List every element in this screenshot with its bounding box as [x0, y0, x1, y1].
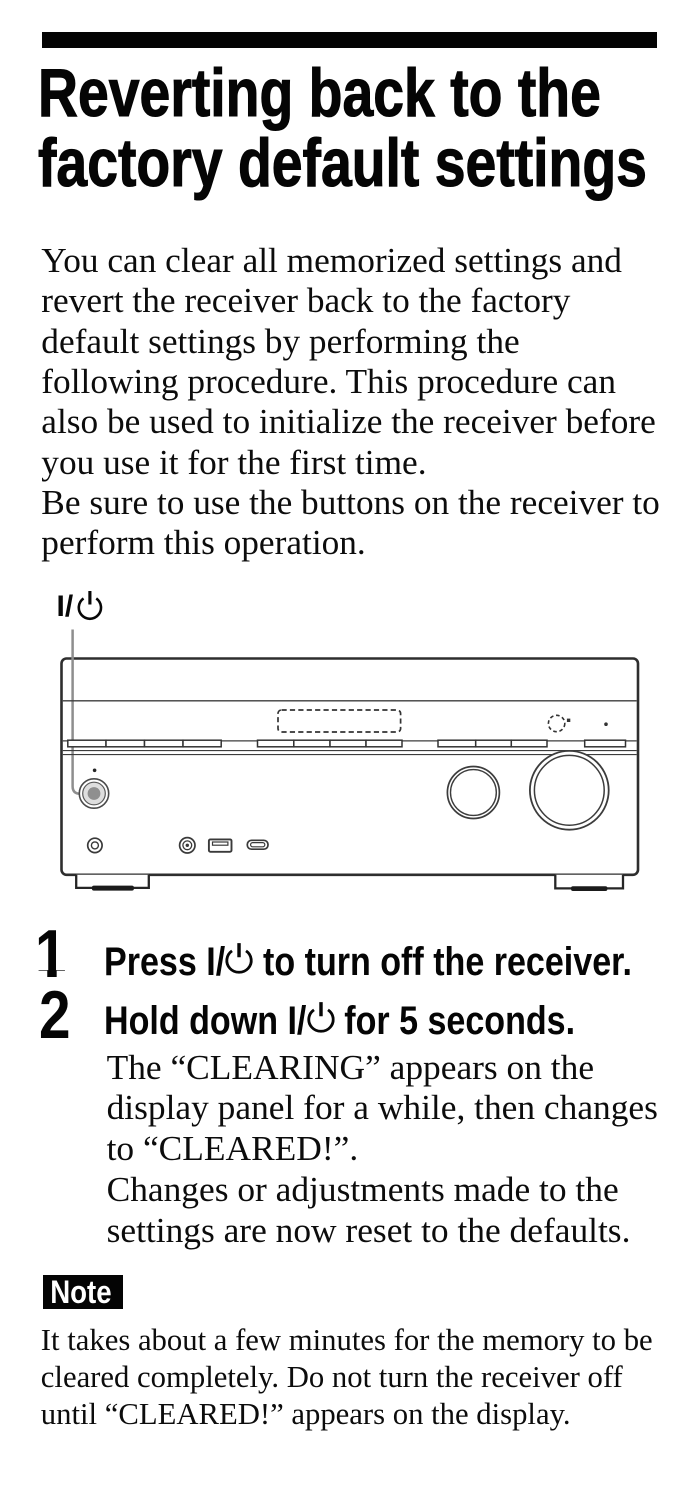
intro-paragraph: You can clear all memorized settings and… [41, 241, 660, 563]
calibration-mic-jack [178, 836, 196, 854]
power-icon [306, 1001, 334, 1033]
volume-knob [528, 749, 610, 831]
receiver-figure: I/ [0, 560, 692, 905]
receiver-front-panel-diagram [60, 629, 640, 891]
phones-jack [86, 837, 103, 854]
sensor-square [566, 718, 571, 722]
power-button [78, 777, 110, 809]
step-1-heading: Press I/ to turn off the receiver. [104, 941, 692, 983]
micro-usb-port [246, 839, 269, 851]
step-2-heading-prefix: Hold down I/ [104, 998, 307, 1044]
note-badge: Note [42, 1274, 123, 1310]
power-label-text: I/ [56, 589, 74, 623]
power-icon [77, 590, 103, 621]
receiver-chassis [60, 657, 640, 877]
usb-port [207, 838, 233, 853]
power-led-dot [92, 768, 97, 773]
power-icon [225, 942, 253, 974]
step-2-body: The “CLEARING” appears on the display pa… [106, 1046, 658, 1250]
remote-sensor [547, 714, 566, 733]
right-foot [554, 874, 625, 891]
indicator-dot [604, 722, 608, 726]
step-2-heading-suffix: for 5 seconds. [334, 998, 576, 1044]
note-badge-label: Note [49, 1274, 112, 1310]
section-divider-bar [42, 31, 658, 48]
tuning-knob [446, 765, 501, 820]
power-button-label: I/ [57, 591, 74, 623]
note-paragraph: It takes about a few minutes for the mem… [40, 1322, 653, 1431]
display-panel [277, 709, 402, 733]
front-buttons [67, 739, 627, 748]
page-title: Reverting back to the factory default se… [37, 56, 647, 201]
step-2-heading: Hold down I/ for 5 seconds. [104, 1000, 662, 1042]
step-2-number: 2 [39, 977, 71, 1053]
left-foot [75, 874, 150, 891]
step-1-heading-suffix: to turn off the receiver. [253, 939, 632, 985]
step-1-heading-prefix: Press I/ [104, 939, 226, 985]
